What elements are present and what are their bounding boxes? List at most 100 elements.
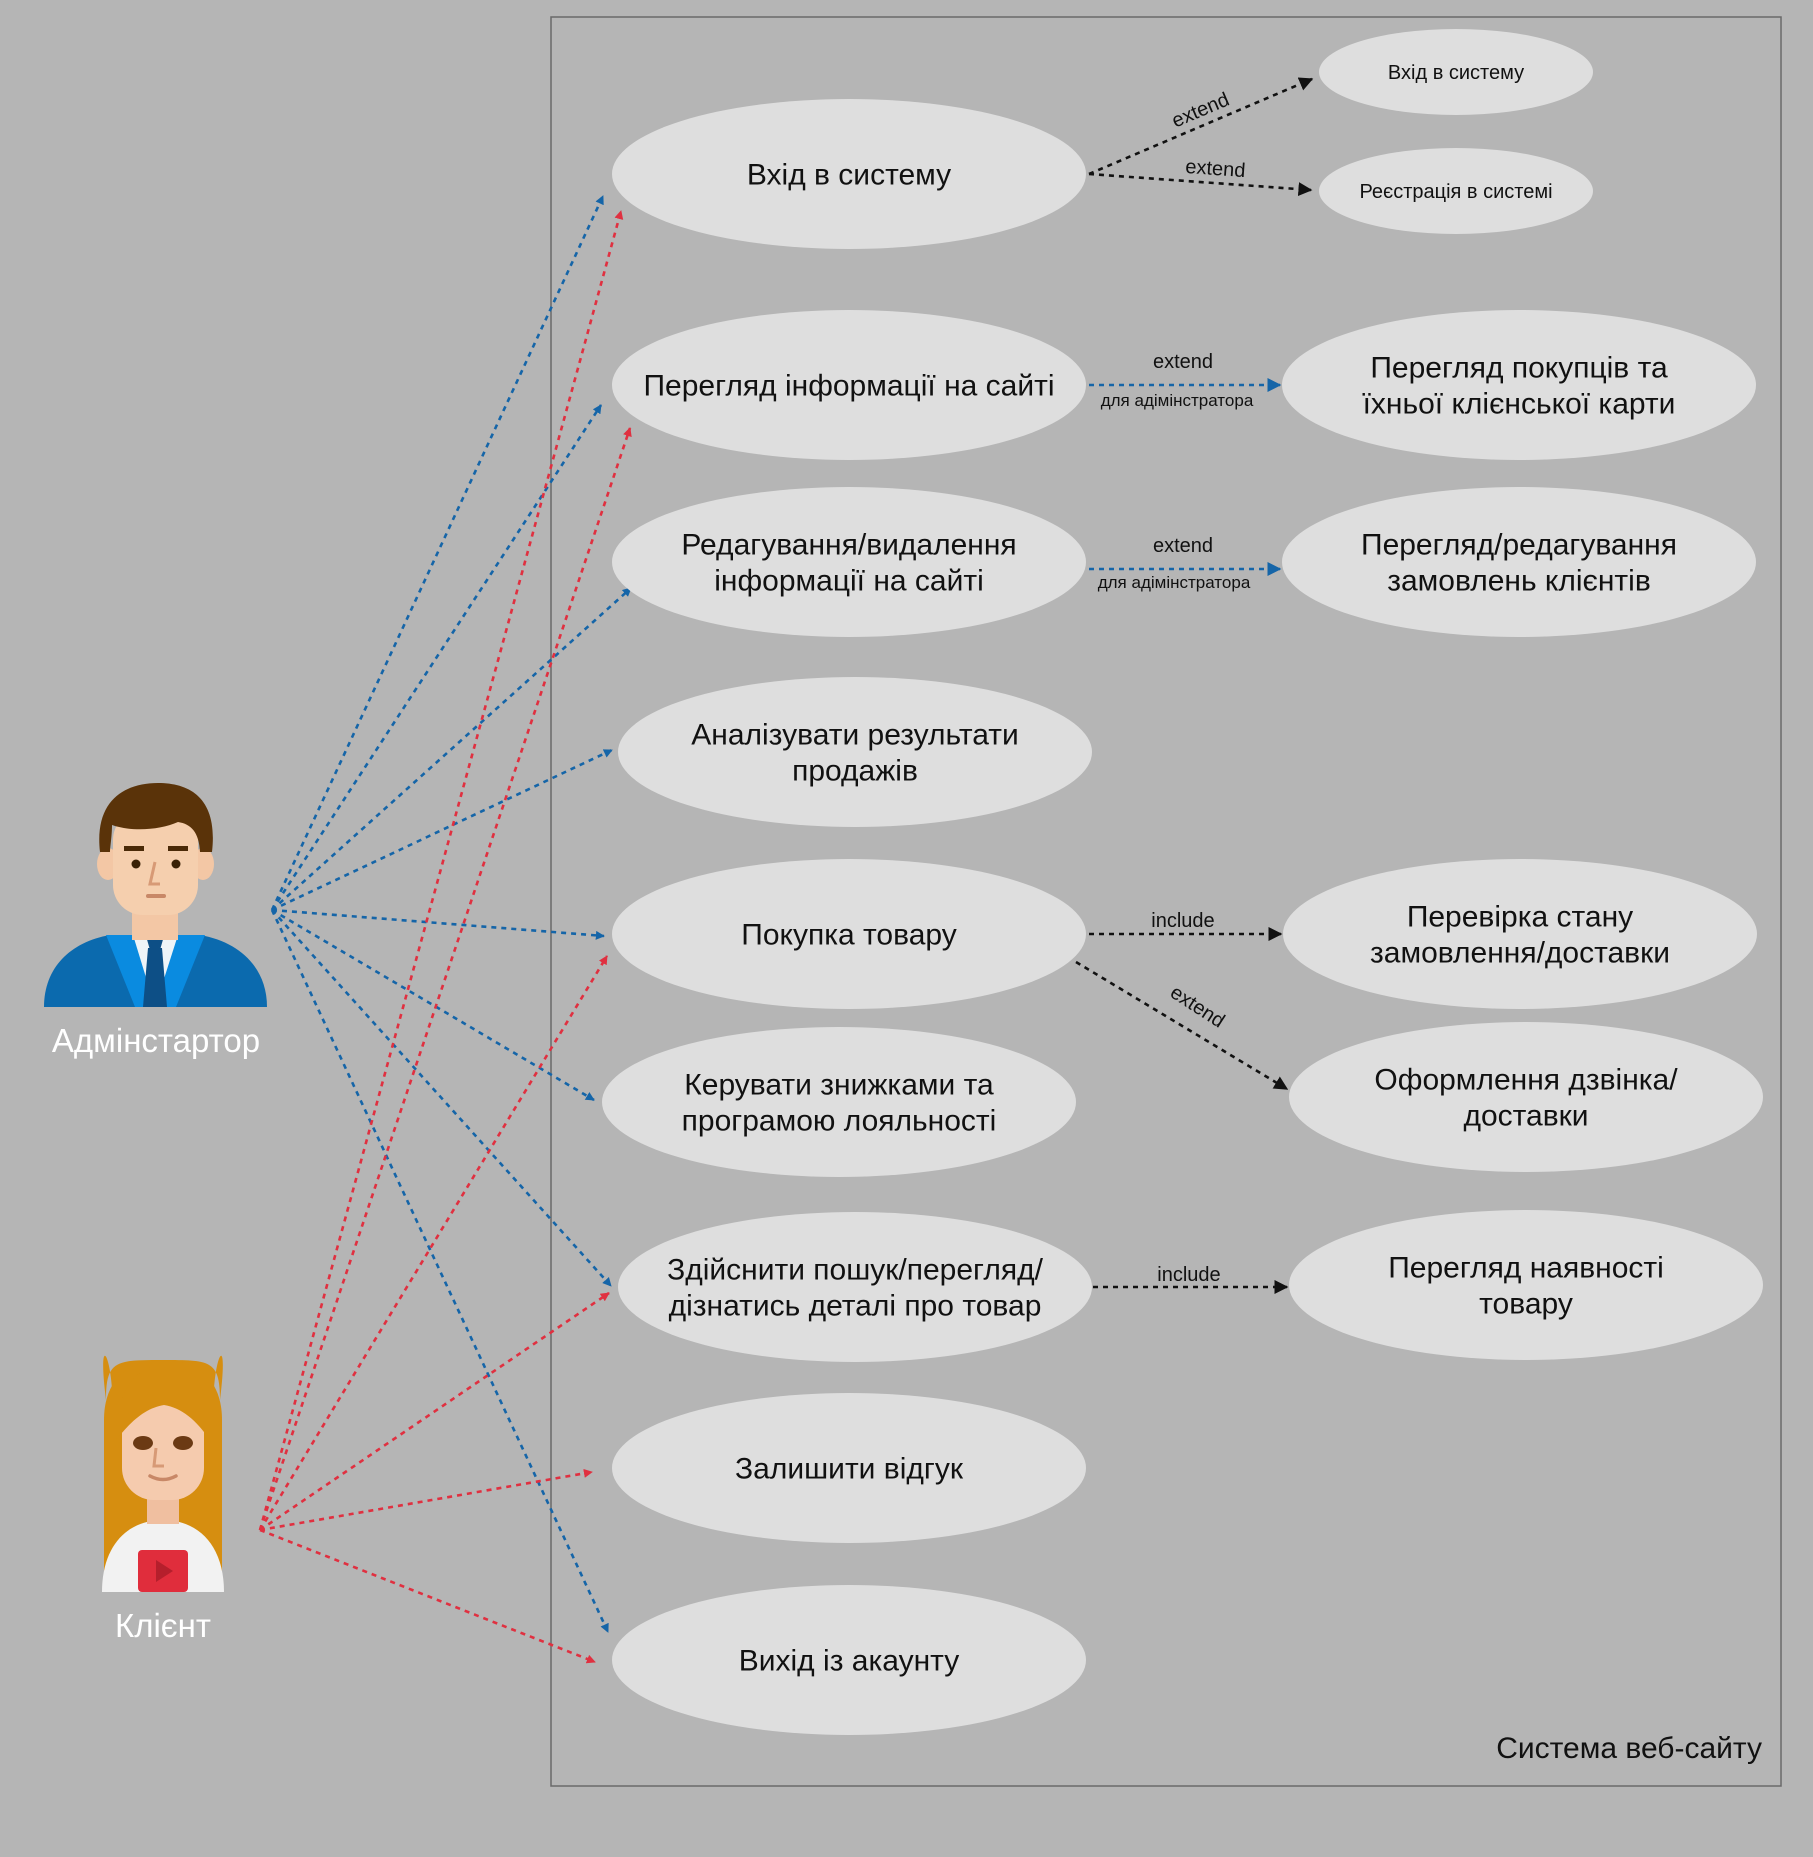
- association-admin-search: [271, 909, 612, 1287]
- use-case-label: програмою лояльності: [682, 1105, 997, 1138]
- use-case-login[interactable]: Вхід в систему: [612, 99, 1086, 249]
- system-boundary: [550, 16, 1782, 1787]
- use-case-label: продажів: [792, 755, 918, 788]
- use-case-ellipse: [612, 1393, 1086, 1543]
- use-case-ellipse: [618, 677, 1092, 827]
- association-client-login: [258, 210, 624, 1531]
- use-case-label: Вхід в систему: [747, 159, 951, 192]
- use-case-ellipse: [1319, 148, 1593, 234]
- use-case-arrange-call[interactable]: Оформлення дзвінка/доставки: [1289, 1022, 1763, 1172]
- use-case-ellipse: [612, 859, 1086, 1009]
- use-case-label: Перегляд/редагування: [1361, 529, 1677, 562]
- use-case-label: Покупка товару: [741, 919, 956, 952]
- use-case-ellipse: [618, 1212, 1092, 1362]
- use-case-ellipse: [612, 99, 1086, 249]
- association-admin-analyze: [271, 748, 613, 912]
- use-case-label: їхньої клієнської карти: [1362, 388, 1676, 421]
- use-case-ext-login[interactable]: Вхід в систему: [1319, 29, 1593, 115]
- association-admin-purchase: [271, 908, 605, 940]
- use-case-ellipse: [1289, 1022, 1763, 1172]
- use-case-review[interactable]: Залишити відгук: [612, 1393, 1086, 1543]
- use-case-label: Оформлення дзвінка/: [1374, 1064, 1678, 1097]
- admin-figure-icon: [44, 783, 267, 1007]
- relation-line: [1088, 77, 1314, 176]
- relation-label: include: [1157, 1264, 1220, 1286]
- use-case-view-info[interactable]: Перегляд інформації на сайті: [612, 310, 1086, 460]
- use-case-search[interactable]: Здійснити пошук/перегляд/дізнатись детал…: [618, 1212, 1092, 1362]
- relation-search-view-stock: include: [1093, 1264, 1289, 1294]
- use-case-label: Перегляд наявності: [1388, 1252, 1664, 1285]
- use-case-ellipse: [1283, 859, 1757, 1009]
- use-case-label: Здійснити пошук/перегляд/: [667, 1254, 1044, 1287]
- use-case-label: замовлення/доставки: [1370, 937, 1670, 970]
- admin-label: Адмінстартор: [52, 1022, 260, 1059]
- use-case-purchase[interactable]: Покупка товару: [612, 859, 1086, 1009]
- use-case-label: Вхід в систему: [1388, 62, 1524, 84]
- association-admin-edit-info: [271, 587, 632, 911]
- association-client-review: [259, 1468, 593, 1532]
- use-case-label: Перевірка стану: [1407, 901, 1633, 934]
- use-case-label: інформації на сайті: [714, 565, 984, 598]
- association-client-purchase: [258, 955, 609, 1531]
- client-label: Клієнт: [115, 1607, 211, 1644]
- use-case-ellipse: [602, 1027, 1076, 1177]
- use-case-label: Редагування/видалення: [681, 529, 1016, 562]
- client-actor[interactable]: Клієнт: [102, 1355, 224, 1644]
- relation-label: extend: [1166, 981, 1228, 1032]
- relation-login-ext-register: extend: [1088, 156, 1313, 197]
- use-case-label: дізнатись деталі про товар: [669, 1290, 1042, 1323]
- association-client-view-info: [258, 427, 632, 1531]
- association-admin-login: [270, 195, 605, 911]
- use-case-ext-register[interactable]: Реєстрація в системі: [1319, 148, 1593, 234]
- use-case-label: Керувати знижками та: [684, 1069, 994, 1102]
- association-admin-discounts: [271, 908, 595, 1102]
- use-case-ellipse: [1319, 29, 1593, 115]
- relation-edit-info-view-orders: extend для адімінстратора: [1089, 535, 1282, 592]
- system-title: Система веб-сайту: [1496, 1732, 1762, 1765]
- use-case-ellipse: [1289, 1210, 1763, 1360]
- use-case-label: Перегляд покупців та: [1370, 352, 1668, 385]
- use-case-ellipse: [1282, 487, 1756, 637]
- relation-sublabel: для адімінстратора: [1098, 573, 1251, 592]
- relation-label: include: [1151, 910, 1214, 932]
- admin-actor[interactable]: Адмінстартор: [44, 783, 267, 1059]
- relation-label: extend: [1153, 535, 1213, 557]
- use-case-ellipse: [1282, 310, 1756, 460]
- client-figure-icon: [102, 1355, 224, 1592]
- relation-view-info-view-buyers: extend для адімінстратора: [1089, 351, 1282, 410]
- relation-line: [1088, 172, 1313, 197]
- relation-purchase-check-status: include: [1089, 910, 1283, 941]
- relation-label: extend: [1153, 351, 1213, 373]
- use-case-label: доставки: [1463, 1100, 1588, 1133]
- use-case-logout[interactable]: Вихід із акаунту: [612, 1585, 1086, 1735]
- use-case-label: Перегляд інформації на сайті: [643, 370, 1054, 403]
- use-case-label: Вихід із акаунту: [739, 1645, 960, 1678]
- association-admin-logout: [270, 909, 610, 1633]
- use-case-label: товару: [1479, 1288, 1573, 1321]
- use-case-ellipse: [612, 1585, 1086, 1735]
- relation-line: [1075, 960, 1289, 1091]
- association-client-logout: [259, 1528, 596, 1664]
- relation-sublabel: для адімінстратора: [1101, 391, 1254, 410]
- relation-purchase-arrange-call: extend: [1075, 960, 1289, 1091]
- use-case-label: Аналізувати результати: [691, 719, 1019, 752]
- relation-label: extend: [1185, 156, 1246, 182]
- association-client-search: [259, 1291, 610, 1532]
- use-case-ellipse: [612, 487, 1086, 637]
- association-admin-view-info: [270, 404, 603, 911]
- use-case-label: Реєстрація в системі: [1359, 181, 1552, 203]
- use-case-label: замовлень клієнтів: [1387, 565, 1651, 598]
- use-case-ellipse: [612, 310, 1086, 460]
- use-case-label: Залишити відгук: [735, 1453, 964, 1486]
